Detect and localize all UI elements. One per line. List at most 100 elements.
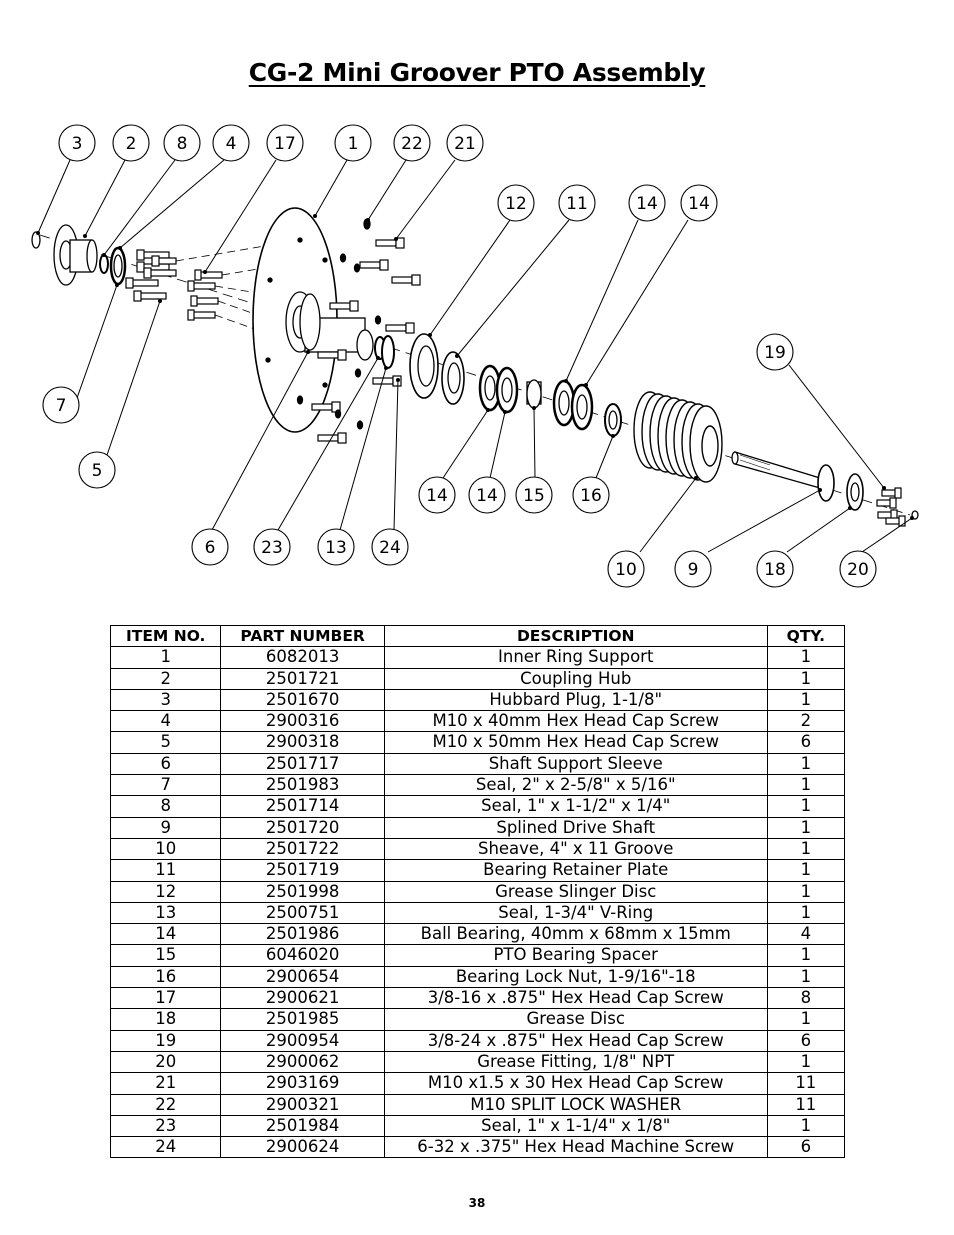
cell-item-no: 18 xyxy=(109,1008,222,1031)
cell-part-number: 2900318 xyxy=(220,731,385,754)
callout-bubble: 18 xyxy=(756,550,794,588)
cell-item-no: 22 xyxy=(109,1093,222,1116)
callout-label: 11 xyxy=(566,194,588,214)
cell-description: 3/8-16 x .875" Hex Head Cap Screw xyxy=(383,987,768,1010)
cell-description: Sheave, 4" x 11 Groove xyxy=(383,837,768,861)
cell-item-no: 14 xyxy=(109,923,222,946)
callout-bubble: 23 xyxy=(253,528,291,566)
cell-qty: 1 xyxy=(766,646,846,669)
cell-part-number: 2903169 xyxy=(220,1072,385,1095)
cell-part-number: 2900062 xyxy=(220,1050,385,1074)
cell-item-no: 4 xyxy=(109,710,222,733)
cell-item-no: 9 xyxy=(109,816,222,839)
callout-label: 8 xyxy=(177,134,188,154)
coupling-hub-part xyxy=(53,224,98,286)
cell-qty: 8 xyxy=(766,987,846,1010)
cell-part-number: 2900654 xyxy=(220,965,385,989)
screw-group-17 xyxy=(187,269,223,321)
callout-bubble: 13 xyxy=(317,528,355,566)
cell-qty: 11 xyxy=(766,1093,846,1116)
callout-label: 14 xyxy=(476,486,498,506)
callout-label: 19 xyxy=(764,343,786,363)
shaft-support-sleeve-part xyxy=(299,293,374,361)
callout-bubble: 9 xyxy=(674,550,712,588)
callout-label: 6 xyxy=(205,538,216,558)
cell-qty: 1 xyxy=(766,859,846,882)
cell-qty: 1 xyxy=(766,1008,846,1031)
cell-description: M10 x 40mm Hex Head Cap Screw xyxy=(383,710,768,733)
callout-bubble: 24 xyxy=(371,528,409,566)
cell-item-no: 16 xyxy=(109,965,222,989)
cell-part-number: 6082013 xyxy=(220,646,385,669)
cell-part-number: 6046020 xyxy=(220,944,385,967)
callout-label: 14 xyxy=(636,194,658,214)
cell-item-no: 11 xyxy=(109,859,222,882)
cell-description: Hubbard Plug, 1-1/8" xyxy=(383,688,768,712)
cell-description: M10 x1.5 x 30 Hex Head Cap Screw xyxy=(383,1072,768,1095)
cell-part-number: 2501983 xyxy=(220,774,385,797)
callout-bubble: 20 xyxy=(839,550,877,588)
cell-description: Bearing Retainer Plate xyxy=(383,859,768,882)
cell-description: Coupling Hub xyxy=(383,667,768,690)
cell-item-no: 15 xyxy=(109,944,222,967)
callout-bubble: 7 xyxy=(42,386,80,424)
ball-bearing-pair-left xyxy=(478,364,519,414)
callout-label: 3 xyxy=(72,134,83,154)
cell-part-number: 2500751 xyxy=(220,901,385,925)
cell-qty: 6 xyxy=(766,731,846,754)
hubbard-plug-part xyxy=(31,231,41,249)
cell-description: 6-32 x .375" Hex Head Machine Screw xyxy=(383,1136,768,1159)
cell-qty: 1 xyxy=(766,1114,846,1138)
callout-bubble: 10 xyxy=(607,550,645,588)
cell-description: Bearing Lock Nut, 1-9/16"-18 xyxy=(383,965,768,989)
cell-description: Seal, 1" x 1-1/4" x 1/8" xyxy=(383,1114,768,1138)
callout-bubble: 19 xyxy=(756,333,794,371)
callout-label: 7 xyxy=(56,396,67,416)
cell-qty: 1 xyxy=(766,667,846,690)
callout-label: 23 xyxy=(261,538,283,558)
cell-qty: 1 xyxy=(766,1050,846,1074)
cell-description: Splined Drive Shaft xyxy=(383,816,768,839)
cell-item-no: 6 xyxy=(109,752,222,776)
cell-description: Inner Ring Support xyxy=(383,646,768,669)
callout-label: 21 xyxy=(454,134,476,154)
callout-bubble: 12 xyxy=(497,184,535,222)
splined-drive-shaft-part xyxy=(731,451,835,502)
callout-bubble: 21 xyxy=(446,124,484,162)
cell-item-no: 24 xyxy=(109,1136,222,1159)
col-header-description: DESCRIPTION xyxy=(383,624,768,648)
callout-label: 17 xyxy=(274,134,296,154)
callout-bubble: 4 xyxy=(212,124,250,162)
cell-qty: 1 xyxy=(766,837,846,861)
callout-label: 10 xyxy=(615,560,637,580)
cell-qty: 6 xyxy=(766,1136,846,1159)
callout-bubble: 5 xyxy=(78,451,116,489)
callout-label: 9 xyxy=(688,560,699,580)
cell-item-no: 1 xyxy=(109,646,222,669)
cell-item-no: 19 xyxy=(109,1029,222,1052)
callout-label: 12 xyxy=(505,194,527,214)
col-header-part-number: PART NUMBER xyxy=(220,624,385,648)
cell-qty: 4 xyxy=(766,923,846,946)
cell-item-no: 13 xyxy=(109,901,222,925)
cell-part-number: 2900621 xyxy=(220,987,385,1010)
bearing-lock-nut-part xyxy=(604,403,622,437)
cell-item-no: 23 xyxy=(109,1114,222,1138)
cell-item-no: 12 xyxy=(109,880,222,903)
